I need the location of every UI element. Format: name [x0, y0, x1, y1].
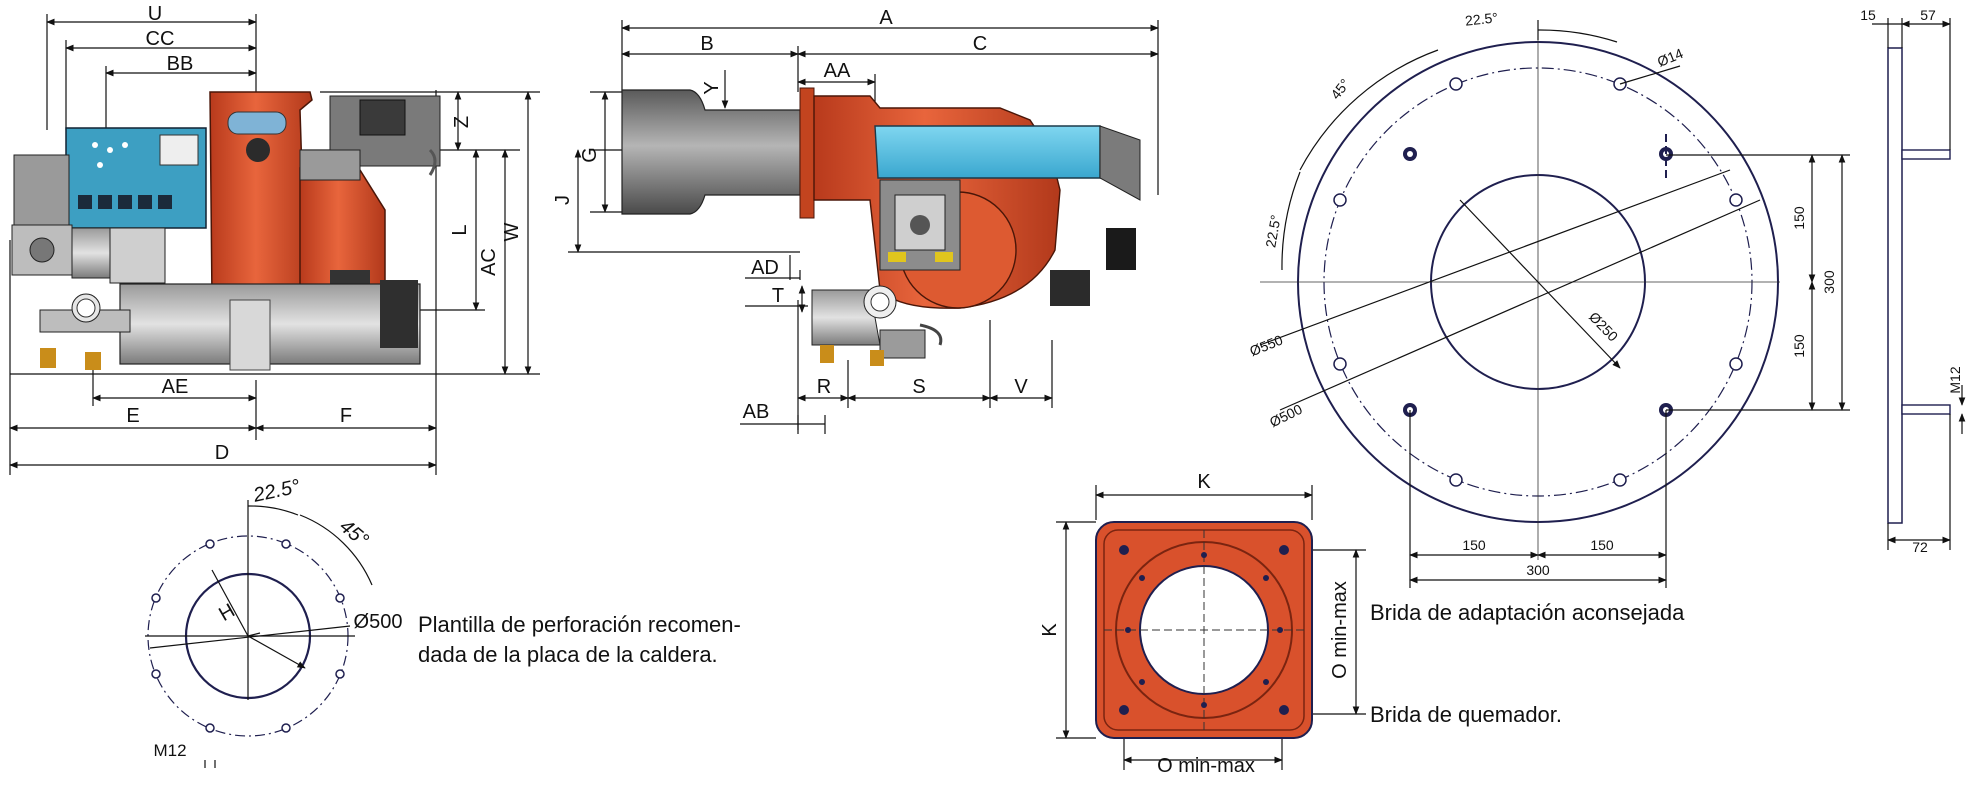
adapter-angle-top: 22.5° [1464, 9, 1498, 28]
flange-dim-m12: M12 [1947, 366, 1963, 393]
dim-AC: AC [478, 248, 500, 276]
flange-stud-top [1901, 149, 1951, 160]
adapter-d550: Ø550 [1247, 331, 1285, 359]
adapter-h150-left: 150 [1462, 537, 1486, 553]
flange-k-top: K [1197, 471, 1211, 493]
front-dimension-lines [568, 20, 1159, 434]
adapter-v150-top: 150 [1791, 206, 1807, 230]
drill-caption-line1: Plantilla de perforación recomen- [418, 612, 741, 637]
adapter-h150-right: 150 [1590, 537, 1614, 553]
flange-side-section: 15 57 M12 72 [1860, 7, 1966, 555]
burner-side-body [11, 91, 441, 371]
dim-B: B [700, 33, 713, 55]
dim-G: G [579, 147, 601, 163]
adapter-v300: 300 [1821, 270, 1837, 294]
adapter-d500: Ø500 [1267, 401, 1305, 430]
drill-holes [151, 539, 345, 733]
dim-U: U [148, 3, 162, 25]
dim-D: D [215, 442, 229, 464]
dim-C: C [973, 33, 987, 55]
burner-flange: K K O min-max O min-max Brida de adaptac… [1039, 471, 1685, 777]
dim-Z: Z [451, 116, 473, 128]
drill-angle-b: 45° [335, 515, 372, 551]
adapter-angle-45: 45° [1327, 76, 1353, 103]
flange-k-side: K [1039, 623, 1061, 637]
dim-E: E [126, 405, 139, 427]
burner-front-body [621, 87, 1141, 366]
adapter-angle-left: 22.5° [1262, 214, 1283, 249]
drill-caption-line2: dada de la placa de la caldera. [418, 642, 718, 667]
drill-angle-a: 22.5° [251, 475, 302, 506]
adapter-hole-size: Ø14 [1655, 45, 1686, 70]
dim-CC: CC [146, 28, 175, 50]
burner-side-view: U CC BB Z L AC W AE E F D [9, 3, 540, 475]
drill-thread: M12 [153, 741, 186, 760]
flange-dim-57: 57 [1920, 7, 1936, 23]
dim-AE: AE [162, 376, 189, 398]
dim-Y: Y [701, 81, 723, 94]
dim-T: T [772, 285, 784, 307]
air-box [874, 125, 1101, 179]
adapter-h300: 300 [1526, 562, 1550, 578]
adapter-outer-holes [1333, 77, 1743, 487]
blast-tube [621, 89, 801, 215]
flange-stud-bottom [1901, 404, 1951, 415]
drill-diameter: Ø500 [354, 611, 403, 633]
adapter-flange: 22.5° 45° 22.5° Ø14 Ø550 Ø500 Ø250 150 1… [1247, 9, 1850, 588]
dim-AD: AD [751, 257, 779, 279]
dim-R: R [817, 376, 831, 398]
flange-dim-72: 72 [1912, 539, 1928, 555]
dim-L: L [449, 224, 471, 235]
dim-S: S [912, 376, 925, 398]
drill-radius-label: H [215, 600, 239, 626]
dim-V: V [1014, 376, 1028, 398]
flange-o-bottom: O min-max [1157, 755, 1255, 777]
dim-W: W [501, 222, 523, 241]
adapter-d250: Ø250 [1586, 309, 1621, 345]
dim-F: F [340, 405, 352, 427]
drill-template: 22.5° 45° Ø500 H M12 Plantilla de perfor… [145, 475, 741, 768]
flange-dim-15: 15 [1860, 7, 1876, 23]
flange-o-side: O min-max [1329, 581, 1351, 679]
flange-caption-bottom: Brida de quemador. [1370, 702, 1562, 727]
dim-J: J [552, 195, 574, 205]
flange-section-plate [1887, 47, 1903, 524]
dim-AB: AB [743, 401, 770, 423]
dim-BB: BB [167, 53, 194, 75]
adapter-v150-bot: 150 [1791, 334, 1807, 358]
burner-front-view: A B C AA Y G J AD T R S V AB [552, 7, 1159, 434]
dim-A: A [879, 7, 893, 29]
flange-caption-top: Brida de adaptación aconsejada [1370, 600, 1685, 625]
dim-AA: AA [824, 60, 851, 82]
